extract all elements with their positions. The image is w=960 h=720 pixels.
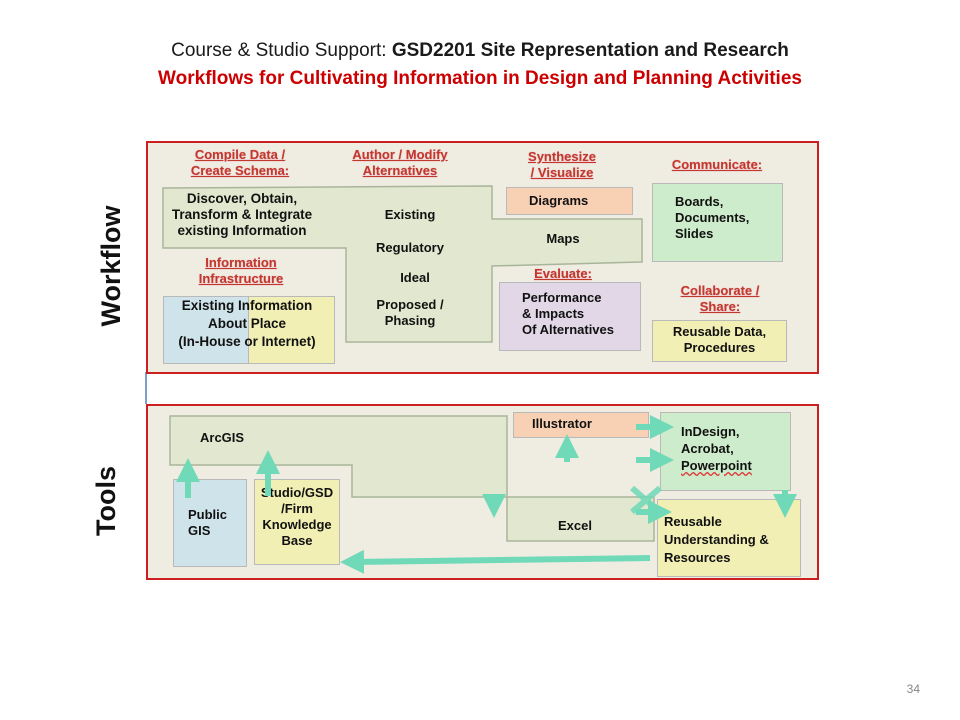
connector-line — [145, 372, 147, 404]
performance-label: Performance — [522, 290, 602, 305]
documents-label: Documents, — [675, 210, 750, 225]
communicate-box: Boards, Documents, Slides — [652, 183, 783, 262]
course-name: Site Representation and Research — [480, 40, 789, 61]
public-gis-box: Public GIS — [173, 479, 247, 567]
maps-label: Maps — [546, 231, 580, 246]
impacts-label: & Impacts — [522, 306, 585, 321]
cross-line-b — [630, 485, 662, 515]
illustrator-label: Illustrator — [532, 416, 592, 431]
alt-regulatory: Regulatory — [376, 240, 444, 255]
existing-info-blue — [163, 296, 250, 364]
slides-label: Slides — [675, 226, 714, 241]
communicate-heading: Communicate: — [671, 157, 763, 172]
acrobat-label: Acrobat, — [681, 441, 734, 456]
tools-flow-shape — [169, 415, 655, 542]
illustrator-box: Illustrator — [513, 412, 649, 438]
indesign-label: InDesign, — [681, 424, 740, 439]
slide-subtitle: Workflows for Cultivating Information in… — [158, 68, 802, 89]
diagrams-label: Diagrams — [529, 193, 589, 208]
alternatives-label: Of Alternatives — [522, 322, 614, 337]
workflow-flow-shape — [162, 185, 643, 343]
performance-box: Performance & Impacts Of Alternatives — [499, 282, 641, 351]
alt-existing: Existing — [384, 207, 436, 222]
course-code: GSD2201 — [391, 40, 476, 61]
indesign-box: InDesign, Acrobat, Powerpoint — [660, 412, 791, 491]
title-prefix: Course & Studio Support: — [171, 40, 387, 61]
compile-heading: Compile Data / Create Schema: — [190, 147, 290, 178]
evaluate-heading: Evaluate: — [534, 266, 592, 281]
existing-info-yellow — [248, 296, 335, 364]
infrastructure-heading: Information Infrastructure — [198, 255, 284, 286]
author-heading: Author / Modify Alternatives — [352, 147, 448, 178]
reusable-data-box: Reusable Data, Procedures — [652, 320, 787, 362]
synthesize-heading: Synthesize / Visualize — [528, 149, 596, 180]
powerpoint-label: Powerpoint — [681, 458, 752, 473]
arrow-reusable-to-studio — [340, 549, 651, 574]
discover-text: Discover, Obtain, Transform & Integrate … — [171, 191, 313, 238]
boards-label: Boards, — [675, 194, 724, 209]
slide-title: Course & Studio Support: GSD2201 Site Re… — [0, 40, 960, 62]
excel-label: Excel — [558, 518, 592, 533]
diagrams-box: Diagrams — [506, 187, 633, 215]
existing-info-text: Existing Information About Place (In-Hou… — [178, 298, 316, 349]
alt-proposed: Proposed / Phasing — [376, 297, 444, 328]
collaborate-heading: Collaborate / Share: — [680, 283, 760, 314]
alt-ideal: Ideal — [400, 270, 430, 285]
page-number: 34 — [906, 682, 920, 696]
arcgis-label: ArcGIS — [200, 430, 245, 445]
